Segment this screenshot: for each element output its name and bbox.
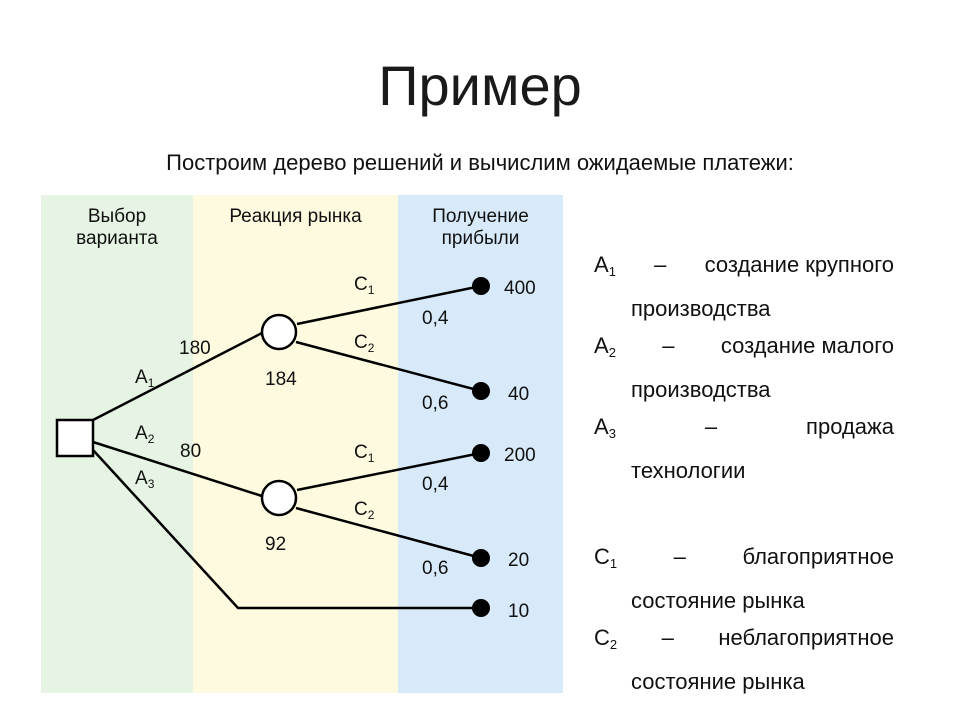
terminal-node-5: [472, 599, 490, 617]
legend-group-a: A1 – создание крупного производства A2 –…: [594, 246, 894, 489]
legend-item-a1: A1 – создание крупного: [594, 246, 894, 290]
market-label-upper-c2: C2: [354, 332, 375, 355]
legend-item-c2: C2 – неблагоприятное: [594, 619, 894, 663]
legend-text-first: продажа: [806, 414, 894, 439]
branch-lower-c1: [296, 451, 482, 492]
legend-dash: –: [673, 544, 686, 569]
slide-subtitle: Построим дерево решений и вычислим ожида…: [166, 150, 794, 175]
probability-upper-c2: 0,6: [422, 393, 449, 414]
legend-text-first: создание малого: [720, 333, 894, 358]
legend-symbol: C1: [594, 544, 618, 571]
legend-symbol: A1: [594, 252, 616, 279]
column-header-profit: Получение прибыли: [398, 206, 563, 250]
legend-text-first: неблагоприятное: [718, 625, 894, 650]
legend-dash: –: [704, 414, 718, 439]
branch-upper-c2: [295, 340, 482, 393]
legend-text-first: благоприятное: [742, 544, 894, 569]
legend-text-second: производства: [631, 296, 771, 321]
legend-text-first: создание крупного: [704, 252, 894, 277]
column-bg-market: [193, 195, 398, 693]
column-header-profit-text: Получение прибыли: [432, 206, 529, 249]
payoff-3: 200: [504, 445, 536, 466]
branch-label-a2: A2: [135, 423, 155, 446]
terminal-node-1: [472, 277, 490, 295]
payoff-1: 400: [504, 278, 536, 299]
terminal-node-3: [472, 444, 490, 462]
legend-symbol: C2: [594, 625, 618, 652]
chance-value-upper: 184: [265, 369, 297, 390]
legend-dash: –: [662, 333, 675, 358]
legend-dash: –: [661, 625, 674, 650]
legend-group-c: C1 – благоприятное состояние рынка C2 – …: [594, 538, 894, 700]
payoff-5: 10: [508, 601, 530, 622]
legend-symbol: A3: [594, 414, 616, 441]
chance-node-lower: [260, 479, 298, 517]
market-label-upper-c1: C1: [354, 274, 375, 297]
terminal-node-2: [472, 382, 490, 400]
legend-item-a2: A2 – создание малого: [594, 327, 894, 371]
legend-symbol: A2: [594, 333, 616, 360]
branch-upper-c1: [296, 284, 482, 326]
legend-text-second: технологии: [631, 458, 746, 483]
probability-upper-c1: 0,4: [422, 308, 449, 329]
payoff-2: 40: [508, 384, 530, 405]
branch-a1: [92, 331, 263, 422]
legend-item-a3: A3 – продажа: [594, 408, 894, 452]
market-label-lower-c1: C1: [354, 442, 375, 465]
branch-lower-c2: [295, 506, 482, 560]
terminal-node-4: [472, 549, 490, 567]
expected-value-a2: 80: [180, 441, 202, 462]
branch-a2: [92, 440, 263, 498]
column-header-market: Реакция рынка: [229, 206, 362, 227]
legend-text-second: состояние рынка: [631, 669, 805, 694]
payoff-4: 20: [508, 550, 530, 571]
branch-a3: [92, 449, 481, 610]
chance-value-lower: 92: [265, 534, 287, 555]
legend-item-c1: C1 – благоприятное: [594, 538, 894, 582]
branch-label-a1: A1: [135, 367, 155, 390]
expected-value-a1: 180: [179, 338, 211, 359]
decision-node: [55, 418, 95, 458]
slide-title: Пример: [378, 54, 582, 117]
column-header-choice-text: Выбор варианта: [76, 206, 158, 249]
legend-text-second: состояние рынка: [631, 588, 805, 613]
legend-dash: –: [654, 252, 667, 277]
branch-label-a3: A3: [135, 468, 155, 491]
probability-lower-c1: 0,4: [422, 474, 449, 495]
probability-lower-c2: 0,6: [422, 558, 449, 579]
chance-node-upper: [260, 313, 298, 351]
column-header-choice: Выбор варианта: [41, 206, 193, 250]
market-label-lower-c2: C2: [354, 499, 375, 522]
column-bg-profit: [398, 195, 563, 693]
legend-text-second: производства: [631, 377, 771, 402]
